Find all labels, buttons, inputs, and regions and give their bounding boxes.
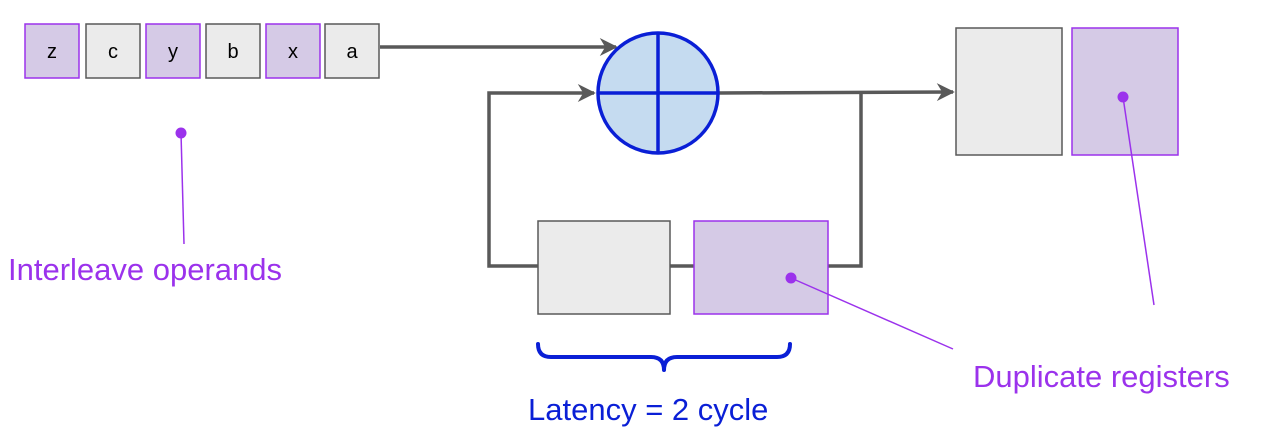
stream-cell-label: z [47, 41, 57, 63]
output-register-gray [955, 27, 1063, 156]
output-register-purple [1071, 27, 1179, 156]
input-stream: z c y b x a [24, 23, 380, 79]
stream-cell-c: c [85, 23, 141, 79]
stream-cell-label: c [108, 41, 118, 63]
stream-cell-label: b [227, 41, 238, 63]
interleave-callout-dot [175, 127, 187, 139]
duplicate-callout-line-feedback [790, 277, 954, 350]
stream-cell-label: x [288, 41, 298, 63]
latency-brace [536, 342, 792, 372]
latency-annotation: Latency = 2 cycle [528, 342, 792, 427]
stream-cell-label: a [346, 41, 358, 63]
interleave-callout-line [180, 132, 185, 245]
output-registers [955, 27, 1179, 156]
feedback-registers [537, 220, 829, 315]
feedback-loop-wire [487, 93, 863, 268]
duplicate-callout-dot-feedback [785, 272, 797, 284]
duplicate-callout-dot-output [1117, 91, 1129, 103]
wires [380, 38, 955, 268]
stream-cell-y: y [145, 23, 201, 79]
feedback-register-purple [693, 220, 829, 315]
stream-cell-b: b [205, 23, 261, 79]
feedback-register-gray [537, 220, 671, 315]
adder [596, 31, 720, 155]
duplicate-callout-line-output [1122, 96, 1155, 306]
stream-cell-a: a [324, 23, 380, 79]
interleave-annotation: Interleave operands [8, 127, 282, 287]
duplicate-registers-label: Duplicate registers [973, 359, 1230, 394]
interleave-operands-label: Interleave operands [8, 252, 282, 287]
stream-cell-z: z [24, 23, 80, 79]
stream-cell-label: y [168, 41, 178, 63]
stream-cell-x: x [265, 23, 321, 79]
duplicate-annotation: Duplicate registers [785, 91, 1230, 394]
output-arrow [718, 83, 955, 102]
latency-label: Latency = 2 cycle [528, 392, 768, 427]
